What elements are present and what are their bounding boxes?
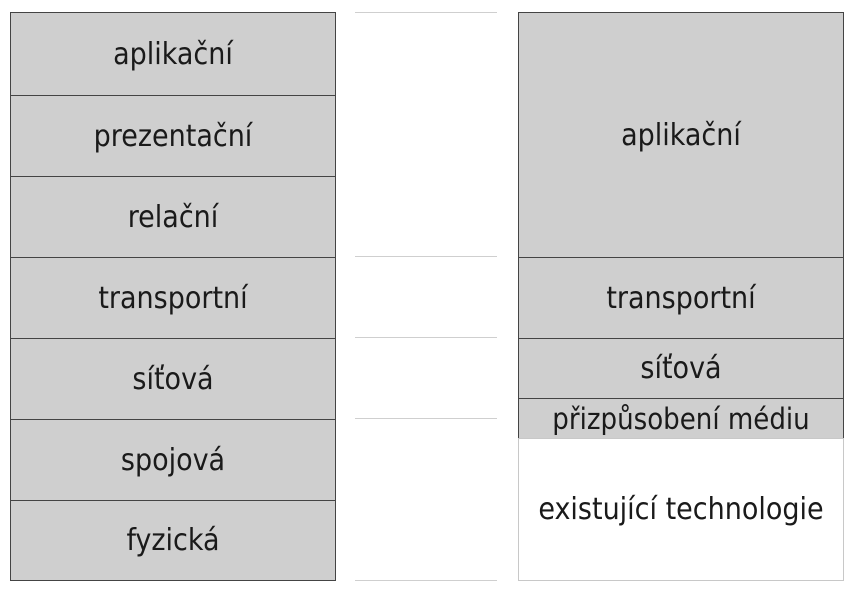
separator-line-network [355, 337, 497, 338]
tcpip-layer-application: aplikační [518, 12, 844, 258]
osi-layer-label: prezentační [93, 118, 253, 154]
osi-layer-session: relační [10, 176, 336, 258]
osi-layer-data-link: spojová [10, 419, 336, 501]
separator-line-transport [355, 256, 497, 257]
osi-layer-label: síťová [132, 361, 214, 397]
osi-layer-network: síťová [10, 338, 336, 420]
osi-layer-application: aplikační [10, 12, 336, 96]
tcpip-layer-label: existující technologie [538, 492, 824, 527]
osi-layer-physical: fyzická [10, 500, 336, 581]
osi-layer-label: fyzická [126, 523, 220, 558]
osi-layer-transport: transportní [10, 257, 336, 339]
tcpip-layer-label: přizpůsobení médiu [552, 401, 810, 436]
osi-layer-label: spojová [120, 442, 226, 478]
tcpip-layer-media-adaptation: přizpůsobení médiu [518, 398, 844, 439]
tcpip-layer-label: transportní [606, 280, 756, 316]
separator-line-bottom [355, 580, 497, 581]
tcpip-layer-network: síťová [518, 338, 844, 399]
osi-layer-label: relační [127, 199, 219, 235]
osi-layer-label: aplikační [113, 36, 233, 72]
osi-layer-presentation: prezentační [10, 95, 336, 177]
separator-line-top [355, 12, 497, 13]
tcpip-layer-label: aplikační [621, 117, 741, 153]
separator-line-data-link [355, 418, 497, 419]
tcpip-layer-transport: transportní [518, 257, 844, 339]
tcpip-layer-existing-technology: existující technologie [518, 438, 844, 581]
tcpip-layer-label: síťová [640, 351, 722, 386]
osi-layer-label: transportní [98, 280, 248, 316]
